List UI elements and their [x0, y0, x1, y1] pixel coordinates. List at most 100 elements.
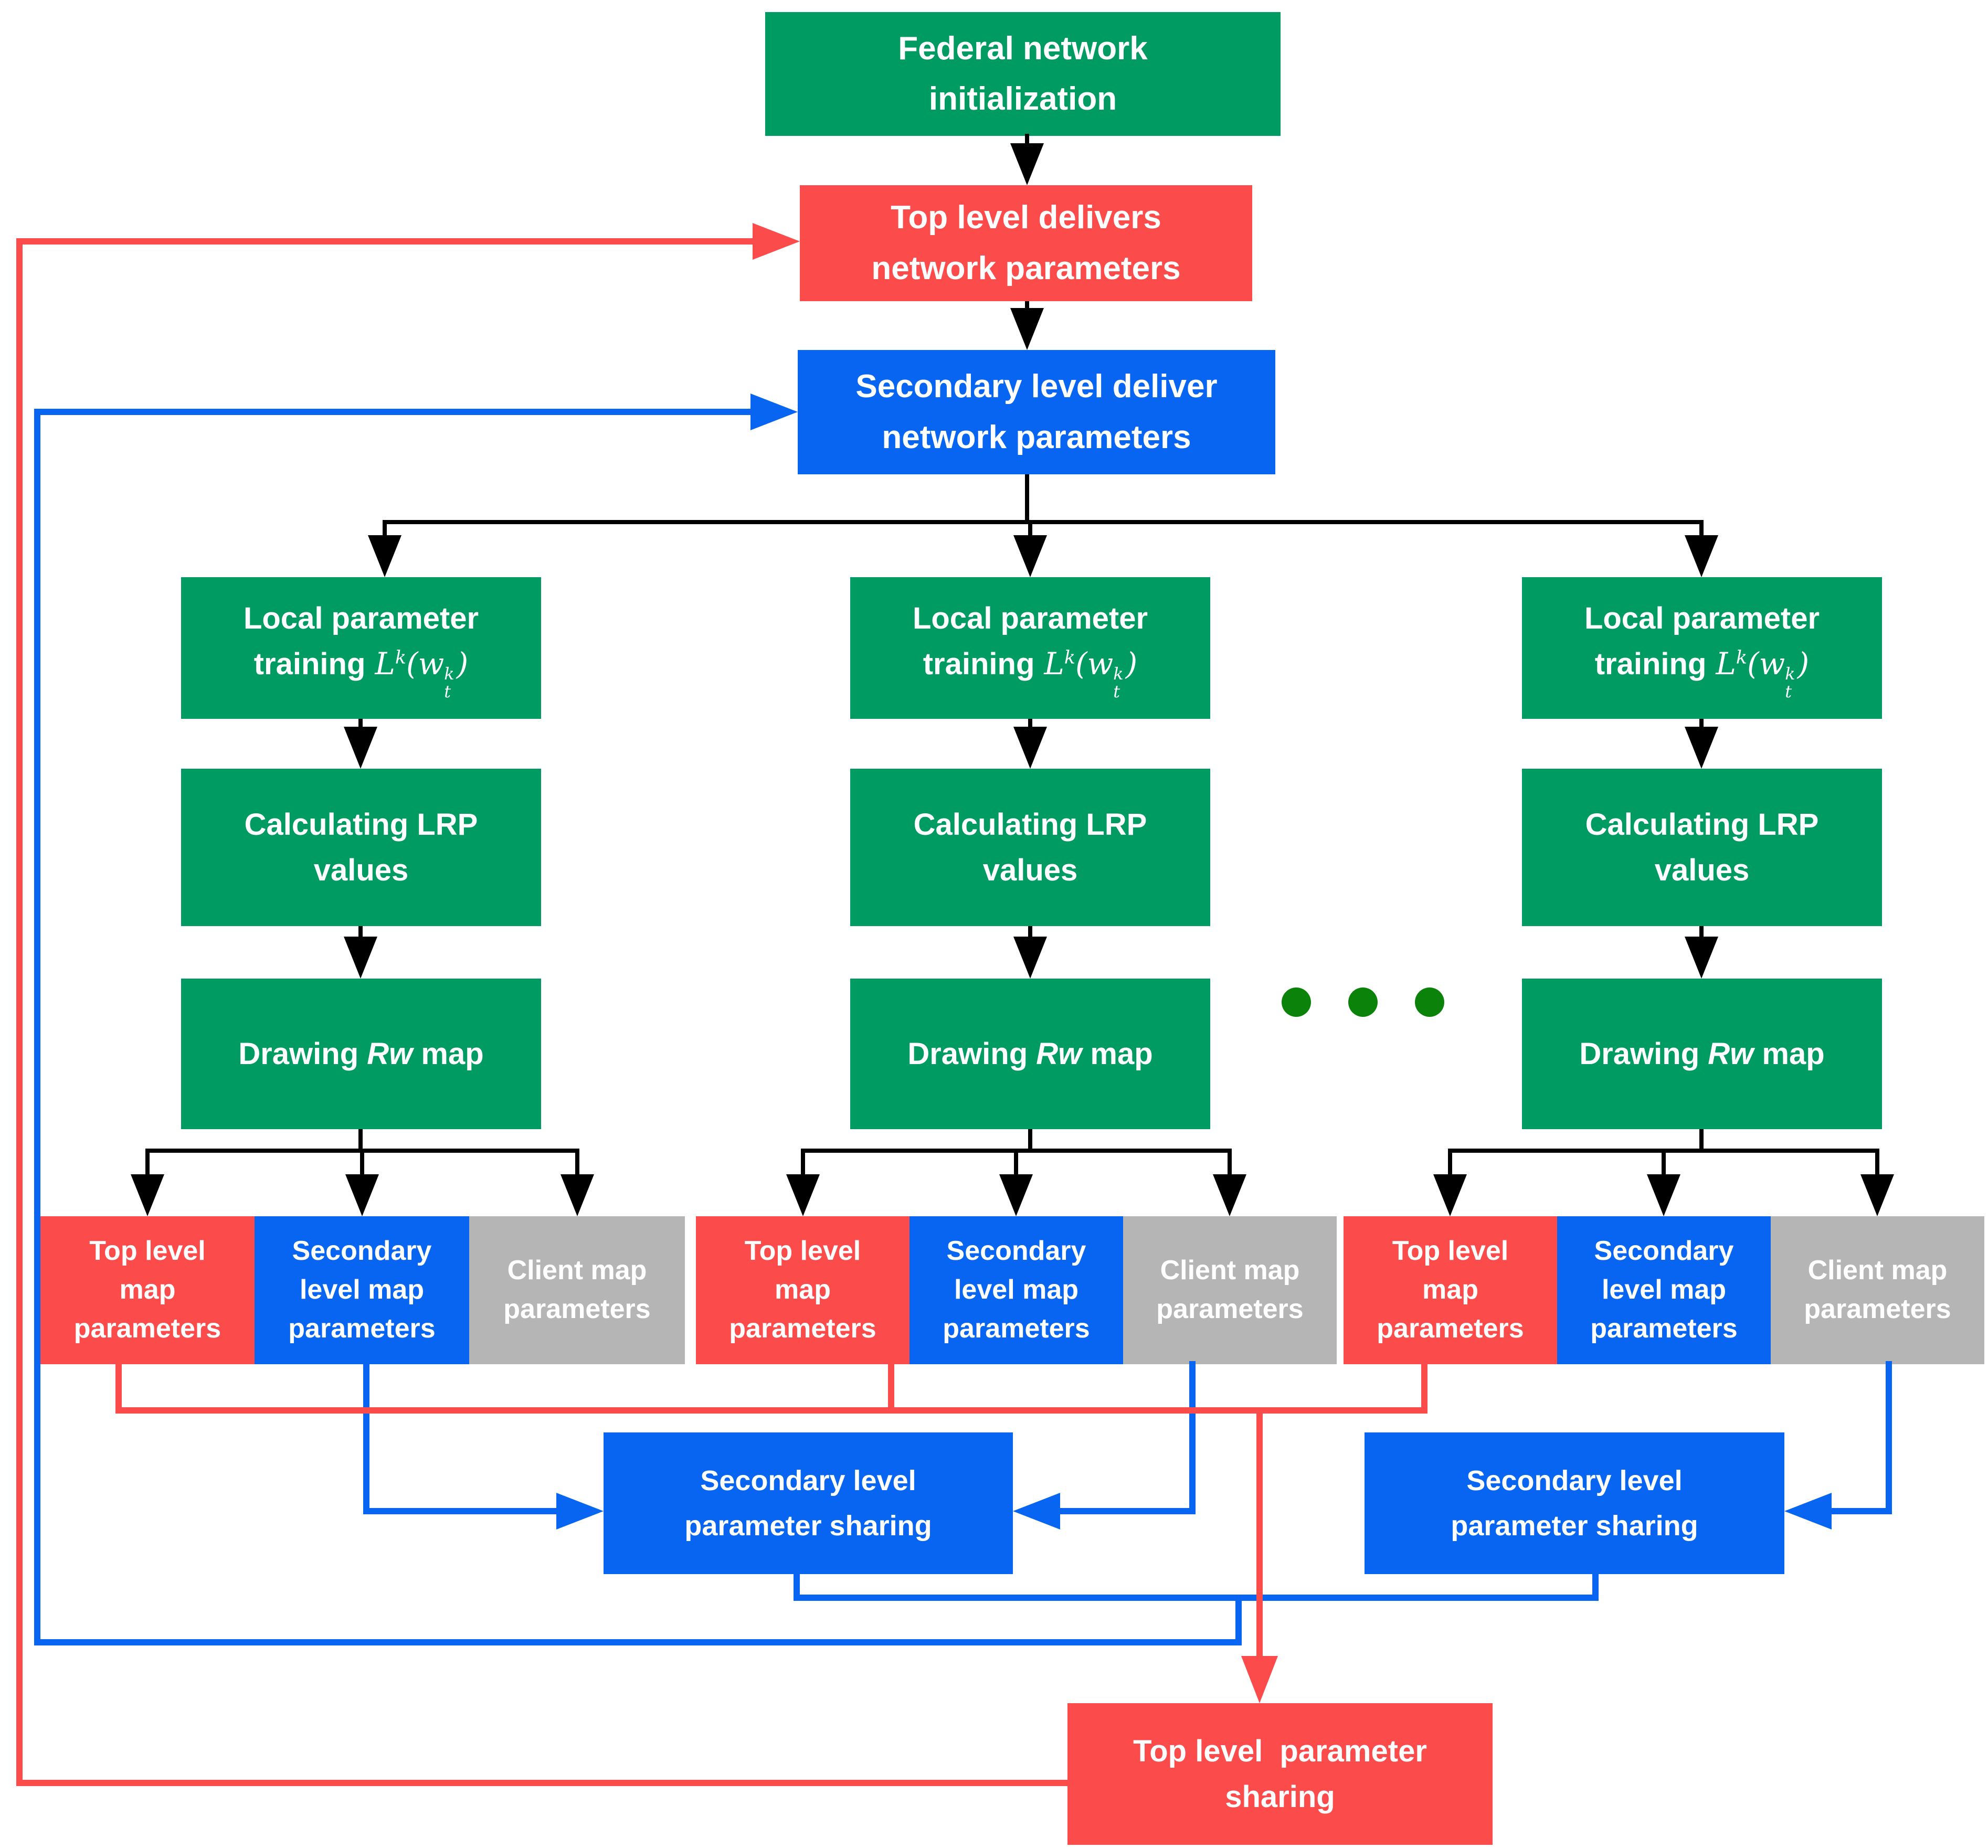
- arrowhead-right-icon: [753, 223, 800, 260]
- arrowhead-down-icon: [1213, 1174, 1246, 1216]
- connector-fan-drop: [801, 1151, 805, 1187]
- arrowhead-down-icon: [561, 1174, 594, 1216]
- node-drawing-rw-map-3: Drawing Rw map: [1522, 979, 1882, 1129]
- node-top-map-params-3: Top level map parameters: [1344, 1216, 1557, 1364]
- node-label-line: Calculating LRP: [244, 808, 478, 842]
- connector-blue-col3-horiz: [1824, 1508, 1892, 1514]
- connector-red-main-drop: [1256, 1410, 1263, 1662]
- connector-blue-col2-drop: [1189, 1361, 1196, 1514]
- connector-fan-drop: [145, 1151, 150, 1187]
- node-label-line: Secondary level deliver: [855, 368, 1218, 405]
- arrowhead-down-icon: [368, 535, 401, 577]
- arrowhead-down-icon: [1013, 535, 1047, 577]
- connector-drawing-stub-2: [1028, 1129, 1032, 1153]
- connector-blue-junction-drop: [1235, 1595, 1242, 1645]
- arrowhead-down-icon: [1685, 727, 1718, 769]
- ellipsis-dot: [1348, 987, 1378, 1017]
- arrowhead-down-icon: [1433, 1174, 1467, 1216]
- connector-red-col2-drop: [888, 1361, 894, 1414]
- arrowhead-left-icon: [1013, 1493, 1060, 1530]
- arrowhead-down-icon: [999, 1174, 1033, 1216]
- arrowhead-down-icon: [344, 727, 377, 769]
- connector-blue-merge-horiz: [794, 1595, 1599, 1601]
- node-calculating-lrp-1: Calculating LRP values: [181, 769, 541, 926]
- node-drawing-rw-map-2: Drawing Rw map: [850, 979, 1210, 1129]
- node-top-map-params-1: Top level map parameters: [40, 1216, 255, 1364]
- connector-red-return-top: [16, 238, 759, 245]
- node-label-line: Calculating LRP: [1585, 808, 1819, 842]
- connector-fan-drop: [1014, 1151, 1018, 1187]
- ellipsis-dot: [1282, 987, 1311, 1017]
- node-secondary-parameter-sharing-right: Secondary level parameter sharing: [1365, 1432, 1784, 1574]
- node-label-line: Federal network: [898, 30, 1148, 67]
- node-client-map-params-2: Client map parameters: [1123, 1216, 1337, 1364]
- arrowhead-right-icon: [556, 1493, 604, 1530]
- node-label-line: Local parameter: [1584, 601, 1820, 635]
- connector-drawing-stub-1: [358, 1129, 363, 1153]
- connector-blue-col1-drop: [363, 1361, 369, 1514]
- node-label-line: values: [313, 853, 409, 887]
- arrowhead-down-icon: [131, 1174, 164, 1216]
- connector-blue-col1-horiz: [363, 1508, 563, 1514]
- node-label-line: Top level delivers: [891, 199, 1161, 236]
- connector-drawing-stub-3: [1699, 1129, 1704, 1153]
- connector-red-col1-drop: [115, 1361, 122, 1414]
- node-label-line: Local parameter: [243, 601, 479, 635]
- node-top-level-delivers: Top level delivers network parameters: [800, 185, 1252, 301]
- connector-blue-col2-horiz: [1052, 1508, 1196, 1514]
- arrowhead-down-icon: [1647, 1174, 1680, 1216]
- node-label-line: Drawing Rw map: [1579, 1037, 1825, 1071]
- node-secondary-map-params-2: Secondary level map parameters: [910, 1216, 1123, 1364]
- node-secondary-map-params-1: Secondary level map parameters: [255, 1216, 469, 1364]
- arrowhead-down-icon: [1013, 937, 1047, 979]
- connector-red-return-vertical: [16, 238, 23, 1786]
- connector-blue-rightshare-out: [1592, 1574, 1599, 1601]
- node-calculating-lrp-3: Calculating LRP values: [1522, 769, 1882, 926]
- connector-fan-drop: [1448, 1151, 1452, 1187]
- node-top-map-params-2: Top level map parameters: [696, 1216, 910, 1364]
- node-label-line: Calculating LRP: [913, 808, 1147, 842]
- arrowhead-down-icon: [1241, 1656, 1278, 1703]
- connector-branch-horizontal: [383, 520, 1704, 524]
- node-label-line: Drawing Rw map: [238, 1037, 484, 1071]
- connector-fan-drop: [1228, 1151, 1232, 1187]
- node-secondary-parameter-sharing-left: Secondary level parameter sharing: [604, 1432, 1013, 1574]
- node-federal-network-initialization: Federal network initialization: [765, 12, 1281, 136]
- arrowhead-down-icon: [1010, 308, 1044, 350]
- node-client-map-params-3: Client map parameters: [1771, 1216, 1984, 1364]
- arrowhead-down-icon: [1685, 535, 1718, 577]
- arrowhead-down-icon: [1013, 727, 1047, 769]
- connector-red-collector: [115, 1407, 1427, 1414]
- node-label-line: network parameters: [871, 250, 1181, 286]
- node-secondary-map-params-3: Secondary level map parameters: [1557, 1216, 1771, 1364]
- node-label-line: values: [982, 853, 1078, 887]
- arrowhead-down-icon: [1010, 143, 1044, 185]
- node-calculating-lrp-2: Calculating LRP values: [850, 769, 1210, 926]
- connector-blue-leftshare-out: [794, 1574, 800, 1601]
- connector-blue-col3-drop: [1886, 1361, 1892, 1514]
- connector-fan-drop: [575, 1151, 579, 1187]
- node-label-line: values: [1654, 853, 1750, 887]
- connector-fan-drop: [1662, 1151, 1666, 1187]
- connector-blue-return-vertical: [34, 409, 40, 1645]
- arrowhead-left-icon: [1784, 1493, 1832, 1530]
- node-top-level-parameter-sharing: Top level parameter sharing: [1067, 1703, 1493, 1845]
- node-secondary-level-deliver: Secondary level deliver network paramete…: [798, 350, 1275, 474]
- ellipsis-dot: [1415, 987, 1444, 1017]
- node-label-line: Drawing Rw map: [907, 1037, 1153, 1071]
- arrowhead-right-icon: [750, 394, 798, 430]
- arrowhead-down-icon: [344, 937, 377, 979]
- connector-blue-return-top: [34, 409, 753, 415]
- connector-secdeliver-to-branch: [1025, 474, 1029, 524]
- arrowhead-down-icon: [786, 1174, 820, 1216]
- node-label-line: Local parameter: [912, 601, 1148, 635]
- connector-red-col3-drop: [1421, 1361, 1427, 1414]
